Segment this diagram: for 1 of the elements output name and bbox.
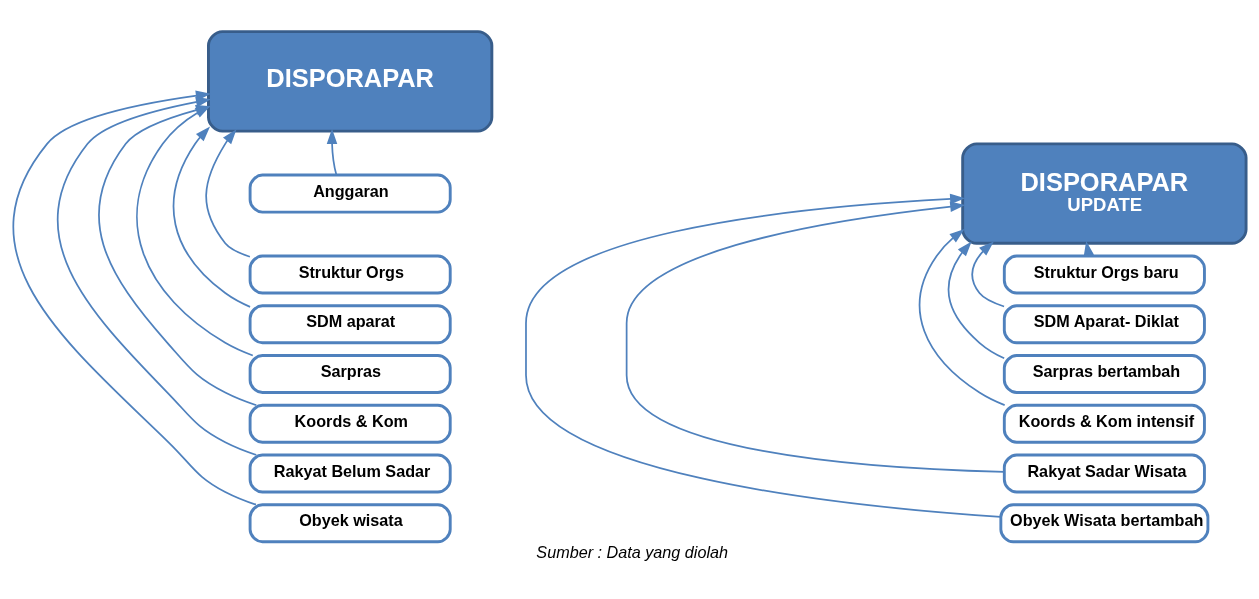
- caption: Sumber : Data yang diolah: [536, 542, 729, 561]
